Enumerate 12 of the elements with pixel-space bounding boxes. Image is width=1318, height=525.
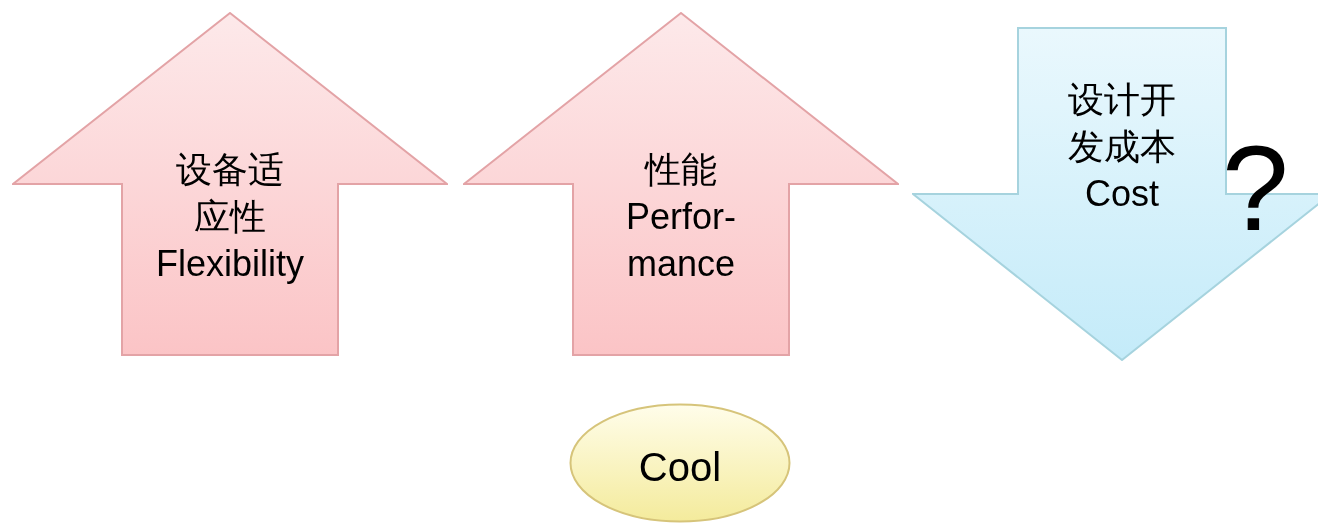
node-label: Flexibility [155, 241, 305, 286]
node-label: Cool [637, 444, 723, 491]
node-label: 设备适应性 [175, 148, 285, 239]
upward-panel [12, 12, 448, 356]
node-label: 性能 [643, 148, 718, 192]
node-label: Perfor- mance [625, 194, 737, 286]
ellipse-node [569, 403, 791, 523]
node-label: 设计开发成本 [1067, 78, 1177, 169]
question-mark: ? [1222, 128, 1289, 248]
downward-panel [912, 27, 1318, 361]
upward-panel [463, 12, 899, 356]
node-label: Cost [1084, 171, 1160, 216]
